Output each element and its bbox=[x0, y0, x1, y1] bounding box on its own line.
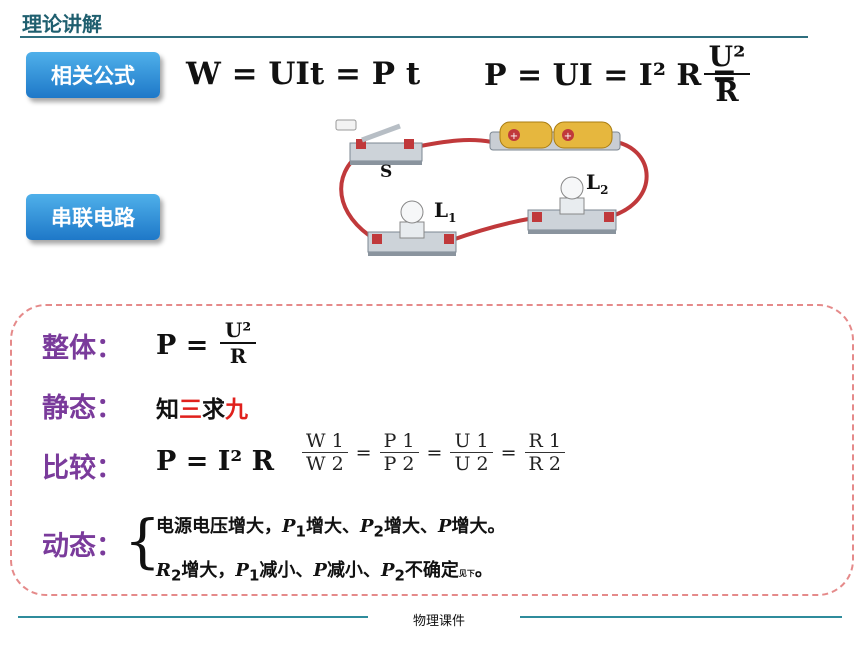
dyn2-part: 。 bbox=[474, 560, 493, 581]
wire-left bbox=[339, 150, 378, 242]
switch-label: S bbox=[380, 162, 393, 182]
ratio-power-num: P 1 bbox=[379, 430, 419, 453]
footer-line-right bbox=[520, 616, 842, 618]
whole-fraction: U² R bbox=[220, 318, 256, 368]
lamp1-letter: L bbox=[434, 198, 449, 222]
brace: { bbox=[124, 507, 161, 575]
dyn2-var: P bbox=[235, 560, 249, 581]
tag-series-circuit: 串联电路 bbox=[26, 194, 160, 240]
compare-lhs: P = I² R bbox=[156, 446, 275, 477]
lamp2-icon bbox=[527, 176, 617, 234]
dyn1-sub: 2 bbox=[373, 522, 384, 541]
ratio-resistance-num: R 1 bbox=[524, 430, 565, 453]
dyn2-var: P bbox=[380, 560, 395, 581]
switch-icon bbox=[335, 119, 423, 165]
equals-sign: = bbox=[355, 441, 372, 464]
lamp1-icon bbox=[367, 200, 457, 256]
summary-box bbox=[10, 304, 854, 596]
dynamic-line1: 电源电压增大，P1增大、P2增大、P增大。 bbox=[156, 512, 506, 541]
dyn1-part: 增大、 bbox=[305, 516, 360, 537]
fraction-numerator: U² bbox=[704, 40, 750, 75]
circuit-diagram: + + bbox=[335, 119, 649, 256]
lamp2-subscript: 2 bbox=[600, 183, 609, 197]
title-divider bbox=[20, 36, 808, 38]
wire-right bbox=[611, 140, 649, 218]
formula-work: W = UIt = P t bbox=[186, 56, 421, 92]
formula-power: P = UI = I² R = bbox=[484, 58, 737, 93]
label-dynamic: 动态： bbox=[42, 531, 123, 562]
dyn1-var: P bbox=[437, 516, 452, 537]
svg-text:+: + bbox=[510, 131, 518, 142]
static-text: 知三求九 bbox=[156, 390, 248, 424]
lamp1-subscript: 1 bbox=[448, 211, 457, 225]
lamp2-label: L2 bbox=[586, 170, 608, 197]
whole-numerator: U² bbox=[220, 318, 256, 344]
lamp1-label: L1 bbox=[434, 198, 456, 225]
dyn2-part: 减小、 bbox=[259, 560, 314, 581]
dynamic-line2: R2增大，P1减小、P减小、P2不确定见下。 bbox=[156, 556, 493, 585]
dyn1-sub: 1 bbox=[295, 522, 306, 541]
ratio-resistance-den: R 2 bbox=[528, 453, 561, 475]
page-title: 理论讲解 bbox=[22, 12, 102, 36]
dyn1-part: 增大。 bbox=[451, 516, 506, 537]
whole-lhs: P = bbox=[156, 330, 209, 361]
dyn1-var: P bbox=[282, 516, 296, 537]
ratio-voltage-num: U 1 bbox=[450, 430, 493, 453]
battery-icon: + + bbox=[489, 121, 621, 151]
fraction-denominator: R bbox=[715, 75, 739, 108]
dyn2-sub: 2 bbox=[394, 566, 405, 585]
dyn1-part: 增大、 bbox=[383, 516, 438, 537]
equals-sign: = bbox=[500, 441, 517, 464]
static-know: 知 bbox=[156, 397, 179, 423]
dyn1-part: 电源电压增大， bbox=[156, 516, 282, 537]
static-find: 求 bbox=[202, 397, 225, 423]
footer-text: 物理课件 bbox=[413, 614, 466, 629]
wire-middle bbox=[451, 216, 535, 242]
ratio-voltage-den: U 2 bbox=[454, 453, 489, 475]
dyn2-var: R bbox=[156, 560, 171, 581]
footer-line-left bbox=[18, 616, 368, 618]
dyn2-part: 增大， bbox=[181, 560, 236, 581]
static-three: 三 bbox=[179, 397, 202, 423]
svg-text:+: + bbox=[564, 131, 572, 142]
label-static: 静态： bbox=[42, 393, 123, 424]
lamp2-letter: L bbox=[586, 170, 601, 194]
whole-denominator: R bbox=[229, 344, 247, 368]
dyn2-sub: 2 bbox=[170, 566, 182, 585]
dyn1-var: P bbox=[359, 516, 374, 537]
equals-sign: = bbox=[426, 441, 443, 464]
dyn2-sub: 1 bbox=[248, 566, 260, 585]
tag-formulas: 相关公式 bbox=[26, 52, 160, 98]
ratio-power-den: P 2 bbox=[383, 453, 415, 475]
dyn2-part: 不确定 bbox=[404, 560, 459, 581]
dyn2-var: P bbox=[313, 560, 327, 581]
ratio-work-den: W 2 bbox=[306, 453, 344, 475]
ratio-work-num: W 1 bbox=[302, 430, 348, 453]
formula-power-fraction: U² R bbox=[704, 40, 750, 108]
dyn2-note: 见下 bbox=[458, 569, 475, 578]
label-compare: 比较： bbox=[42, 453, 123, 484]
static-nine: 九 bbox=[225, 397, 248, 423]
label-whole: 整体： bbox=[42, 333, 123, 364]
dyn2-part: 减小、 bbox=[326, 560, 381, 581]
